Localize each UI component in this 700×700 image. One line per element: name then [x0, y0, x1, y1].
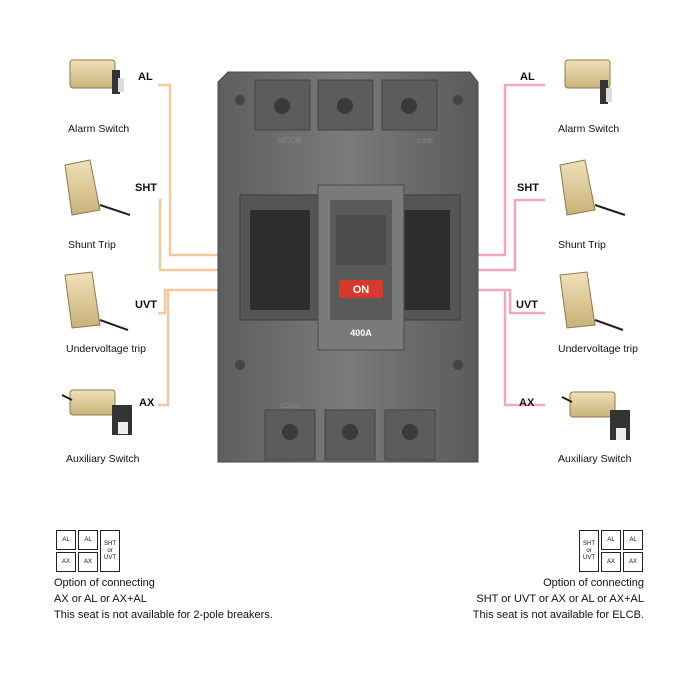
auxiliary-switch-icon-right	[561, 391, 630, 440]
left-code-al: AL	[138, 71, 153, 83]
breaker-top-text-left: MCCB	[278, 136, 302, 145]
breaker-on-label: ON	[353, 284, 370, 296]
right-code-uvt: UVT	[516, 299, 538, 311]
left-grid-cell: AL	[78, 530, 98, 550]
right-seat-grid: SHT or UVT AL AL AX AX	[579, 530, 643, 572]
left-grid-cell: AX	[78, 552, 98, 572]
left-seat-grid: AL AL AX AX SHT or UVT	[56, 530, 120, 572]
left-note-line-2: AX or AL or AX+AL	[54, 593, 147, 605]
right-note-line-3: This seat is not available for ELCB.	[472, 609, 644, 621]
right-label-alarm-switch: Alarm Switch	[558, 123, 620, 135]
right-grid-cell: SHT or UVT	[579, 530, 599, 572]
alarm-switch-icon-right	[564, 59, 612, 104]
left-note-line-1: Option of connecting	[54, 577, 155, 589]
left-code-ax: AX	[139, 397, 155, 409]
right-code-al: AL	[520, 71, 535, 83]
right-grid-cell: AL	[623, 530, 643, 550]
right-note-line-2: SHT or UVT or AX or AL or AX+AL	[476, 593, 644, 605]
breaker-rating: 400A	[350, 328, 372, 338]
breaker-bottom-text: LOAD	[280, 403, 299, 410]
left-grid-cell: SHT or UVT	[100, 530, 120, 572]
right-grid-cell: AX	[601, 552, 621, 572]
right-code-ax: AX	[519, 397, 535, 409]
shunt-trip-icon-left	[64, 159, 131, 216]
right-note-line-1: Option of connecting	[543, 577, 644, 589]
left-note-line-3: This seat is not available for 2-pole br…	[54, 609, 273, 621]
right-accessory-icons	[559, 59, 630, 440]
breaker-top-text-right: LINE	[418, 138, 434, 145]
right-code-sht: SHT	[517, 182, 539, 194]
shunt-trip-icon-right	[559, 159, 626, 216]
left-code-sht: SHT	[135, 182, 157, 194]
left-note: Option of connecting AX or AL or AX+AL T…	[54, 575, 314, 623]
right-grid-cell: AX	[623, 552, 643, 572]
left-label-alarm-switch: Alarm Switch	[68, 123, 130, 135]
left-label-undervoltage-trip: Undervoltage trip	[66, 343, 146, 355]
breaker-body	[217, 71, 479, 463]
left-code-uvt: UVT	[135, 299, 157, 311]
right-label-auxiliary-switch: Auxiliary Switch	[558, 453, 632, 465]
left-grid-cell: AL	[56, 530, 76, 550]
left-accessory-icons	[61, 59, 132, 435]
right-label-shunt-trip: Shunt Trip	[558, 239, 606, 251]
undervoltage-trip-icon-left	[64, 271, 129, 331]
left-label-shunt-trip: Shunt Trip	[68, 239, 116, 251]
left-label-auxiliary-switch: Auxiliary Switch	[66, 453, 140, 465]
left-grid-cell: AX	[56, 552, 76, 572]
undervoltage-trip-icon-right	[559, 271, 624, 331]
alarm-switch-icon-left	[69, 59, 124, 94]
right-grid-cell: AL	[601, 530, 621, 550]
auxiliary-switch-icon-left	[61, 389, 132, 435]
right-note: Option of connecting SHT or UVT or AX or…	[390, 575, 644, 623]
right-label-undervoltage-trip: Undervoltage trip	[558, 343, 638, 355]
